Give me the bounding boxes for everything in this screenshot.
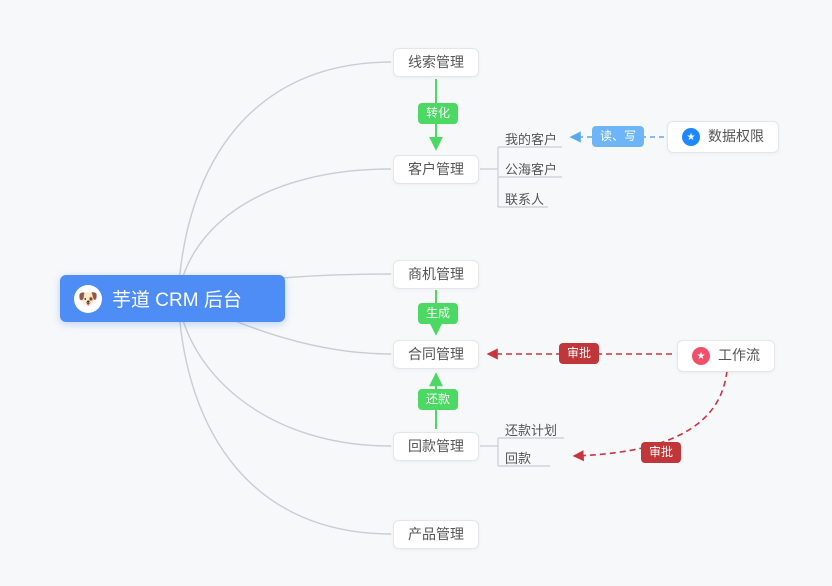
tag-repay: 还款: [418, 389, 459, 410]
receivable-children-branches: [480, 437, 564, 467]
node-contract-management: 合同管理: [393, 340, 479, 370]
dog-emoji-icon: 🐶: [74, 284, 102, 313]
tag-approve-payment: 审批: [641, 442, 682, 463]
child-my-customers: 我的客户: [505, 132, 558, 147]
approve-receipt-dashed-arrow: [572, 370, 728, 462]
tag-convert: 转化: [418, 103, 459, 124]
child-repayment-plan: 还款计划: [505, 423, 558, 438]
root-node-crm-backend: 🐶 芋道 CRM 后台: [60, 275, 285, 322]
data-permission-label: 数据权限: [708, 128, 764, 145]
tag-approve-contract: 审批: [559, 343, 600, 364]
node-data-permission: ★ 数据权限: [667, 121, 779, 153]
customer-children-branches: [480, 146, 562, 208]
root-node-label: 芋道 CRM 后台: [112, 290, 242, 311]
node-payment-management: 回款管理: [393, 432, 479, 462]
child-contacts: 联系人: [505, 192, 545, 207]
tag-generate: 生成: [418, 303, 459, 324]
node-workflow: ★ 工作流: [677, 340, 775, 372]
node-customer-management: 客户管理: [393, 155, 479, 185]
node-opportunity-management: 商机管理: [393, 260, 479, 290]
child-public-sea-customers: 公海客户: [505, 162, 558, 177]
node-product-management: 产品管理: [393, 520, 479, 550]
node-lead-management: 线索管理: [393, 48, 479, 78]
workflow-label: 工作流: [718, 347, 760, 364]
star-icon: ★: [692, 347, 710, 365]
star-icon: ★: [682, 128, 700, 146]
child-payment-receipt: 回款: [505, 451, 532, 466]
tag-read-write: 读、写: [592, 126, 645, 147]
